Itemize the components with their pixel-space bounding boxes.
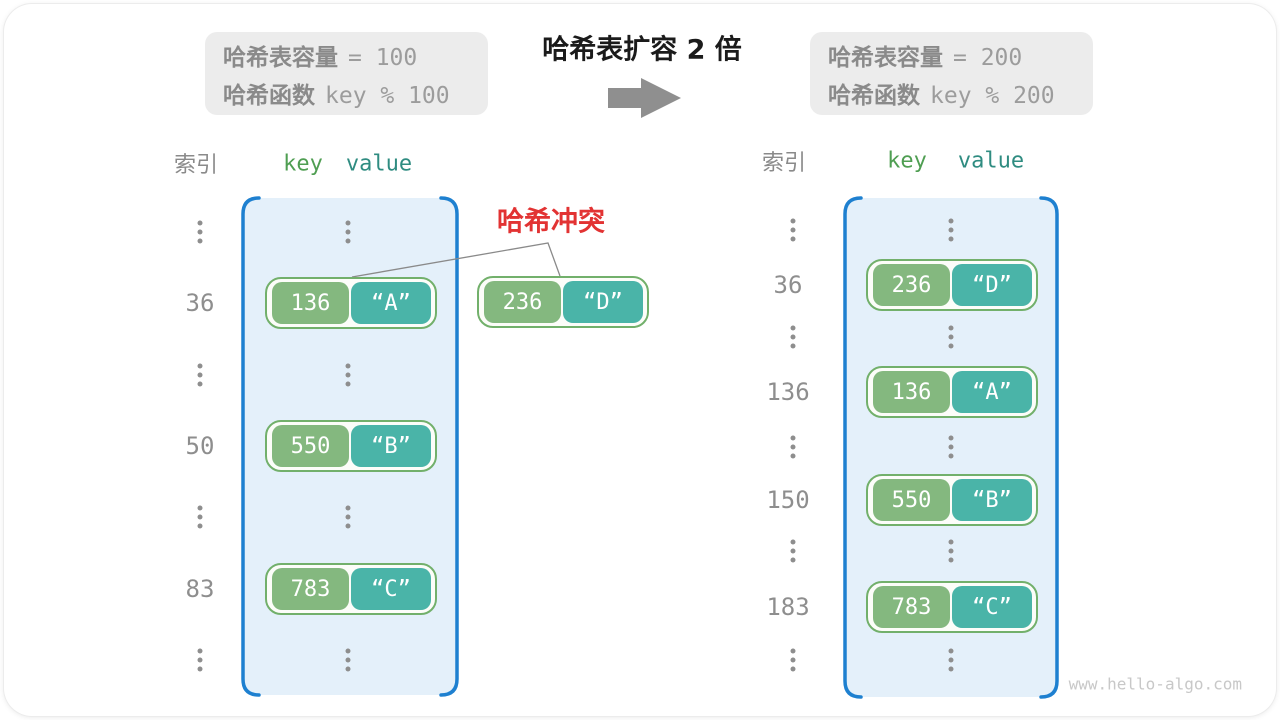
collision-label: 哈希冲突 — [497, 206, 605, 238]
ellipsis-dots — [948, 325, 954, 349]
capacity-label: 哈希表容量 — [223, 44, 338, 71]
pair-783-C: 783 “C” — [866, 581, 1038, 633]
figure-title: 哈希表扩容 2 倍 — [542, 34, 742, 66]
capacity-line: 哈希表容量 = 200 — [828, 38, 1093, 72]
watermark: www.hello-algo.com — [1068, 674, 1242, 694]
ellipsis-dots — [197, 220, 203, 244]
figure-card — [4, 4, 1276, 716]
right-index-183: 183 — [766, 593, 810, 621]
pair-236-D-collision: 236 “D” — [477, 276, 649, 328]
value-box: “C” — [351, 568, 431, 610]
ellipsis-dots — [345, 363, 351, 387]
value-box: “C” — [952, 586, 1032, 628]
right-index-136: 136 — [766, 378, 810, 406]
left-index-50: 50 — [185, 432, 215, 460]
left-index-header: 索引 — [173, 153, 219, 178]
value-box: “B” — [952, 479, 1032, 521]
ellipsis-dots — [948, 435, 954, 459]
hash-function-line: 哈希函数 key % 100 — [223, 76, 488, 110]
key-box: 136 — [272, 282, 349, 324]
left-index-83: 83 — [185, 575, 215, 603]
capacity-value: = 100 — [348, 44, 418, 71]
hash-function-value: key % 100 — [325, 82, 450, 109]
key-box: 550 — [873, 479, 950, 521]
left-value-header: value — [345, 151, 413, 177]
value-box: “D” — [952, 264, 1032, 306]
hash-function-label: 哈希函数 — [223, 82, 315, 109]
ellipsis-dots — [790, 539, 796, 563]
ellipsis-dots — [345, 648, 351, 672]
pair-550-B: 550 “B” — [866, 474, 1038, 526]
ellipsis-dots — [790, 435, 796, 459]
value-box: “D” — [563, 281, 643, 323]
key-box: 236 — [484, 281, 561, 323]
value-box: “B” — [351, 425, 431, 467]
right-index-36: 36 — [773, 271, 803, 299]
ellipsis-dots — [948, 539, 954, 563]
pair-136-A: 136 “A” — [866, 366, 1038, 418]
right-index-header: 索引 — [761, 151, 807, 176]
capacity-line: 哈希表容量 = 100 — [223, 38, 488, 72]
key-box: 236 — [873, 264, 950, 306]
left-key-header: key — [283, 151, 323, 177]
right-value-header: value — [957, 148, 1025, 174]
hash-function-value: key % 200 — [930, 82, 1055, 109]
value-box: “A” — [952, 371, 1032, 413]
ellipsis-dots — [790, 648, 796, 672]
capacity-value: = 200 — [953, 44, 1023, 71]
ellipsis-dots — [197, 648, 203, 672]
ellipsis-dots — [948, 648, 954, 672]
ellipsis-dots — [790, 325, 796, 349]
pair-783-C: 783 “C” — [265, 563, 437, 615]
value-box: “A” — [351, 282, 431, 324]
key-box: 136 — [873, 371, 950, 413]
ellipsis-dots — [345, 505, 351, 529]
capacity-box-after: 哈希表容量 = 200 哈希函数 key % 200 — [810, 32, 1093, 115]
ellipsis-dots — [197, 363, 203, 387]
hash-function-label: 哈希函数 — [828, 82, 920, 109]
key-box: 783 — [873, 586, 950, 628]
left-index-36: 36 — [185, 289, 215, 317]
capacity-box-before: 哈希表容量 = 100 哈希函数 key % 100 — [205, 32, 488, 115]
right-index-150: 150 — [766, 486, 810, 514]
pair-236-D: 236 “D” — [866, 259, 1038, 311]
capacity-label: 哈希表容量 — [828, 44, 943, 71]
hash-function-line: 哈希函数 key % 200 — [828, 76, 1093, 110]
pair-550-B: 550 “B” — [265, 420, 437, 472]
right-key-header: key — [887, 148, 927, 174]
key-box: 783 — [272, 568, 349, 610]
ellipsis-dots — [790, 218, 796, 242]
pair-136-A: 136 “A” — [265, 277, 437, 329]
ellipsis-dots — [948, 218, 954, 242]
ellipsis-dots — [197, 505, 203, 529]
ellipsis-dots — [345, 220, 351, 244]
key-box: 550 — [272, 425, 349, 467]
